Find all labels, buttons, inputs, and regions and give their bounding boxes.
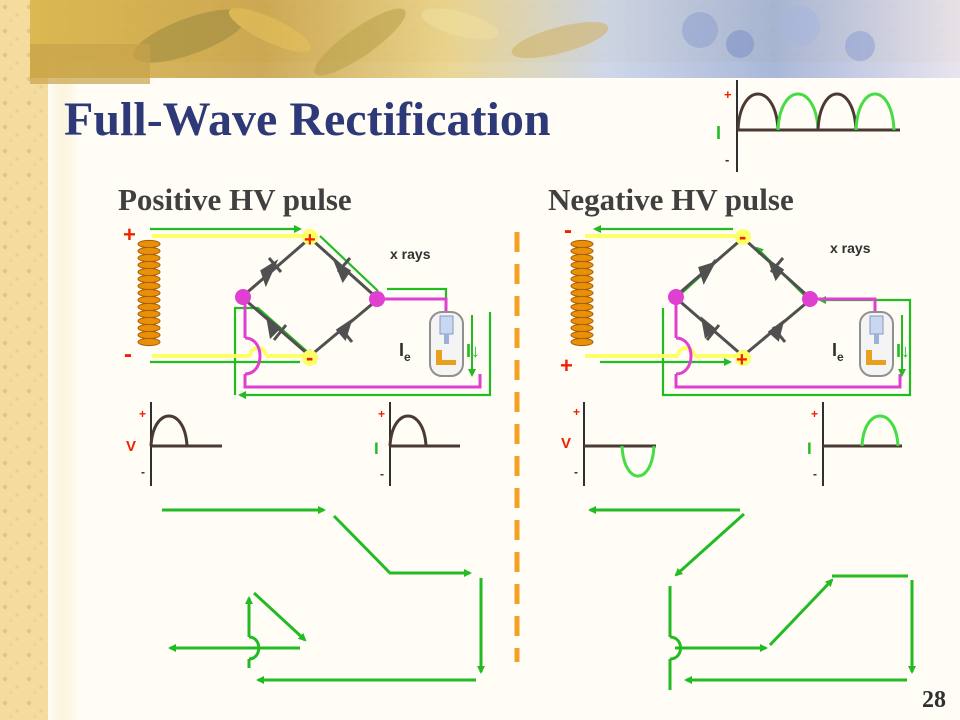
positive-transformer-top-polarity: + (123, 222, 136, 247)
negative-tube-current-label: I↓ (896, 341, 910, 361)
positive-voltage-axis-label: V (126, 438, 136, 455)
negative-transformer-coil (570, 239, 594, 347)
combined-plus-label: + (724, 87, 732, 102)
positive-xrays-label: x rays (390, 246, 431, 262)
positive-panel-title: Positive HV pulse (118, 182, 352, 217)
combined-pulse-1 (736, 92, 780, 131)
left-parchment-strip (0, 0, 48, 720)
negative-node-right (802, 291, 818, 307)
positive-transformer-coil (137, 239, 161, 347)
positive-circuit: + - + - x rays Ie I↓ (123, 222, 492, 399)
positive-xray-tube (429, 311, 464, 377)
negative-panel-title: Negative HV pulse (548, 182, 794, 217)
combined-pulse-4 (854, 92, 896, 131)
negative-xray-tube (859, 311, 894, 377)
negative-node-bottom (735, 350, 751, 366)
positive-voltage-plus: + (139, 407, 146, 421)
positive-node-top-label: + (304, 229, 316, 251)
negative-current-path (588, 506, 916, 690)
page-number: 28 (922, 687, 946, 713)
negative-xrays-label: x rays (830, 240, 871, 256)
combined-pulse-3 (816, 92, 858, 131)
combined-axis-label: I (716, 123, 721, 143)
positive-current-minus: - (380, 467, 384, 481)
negative-node-left (668, 289, 684, 305)
positive-current-graph: + I - (374, 402, 460, 486)
positive-node-bottom-label: - (306, 345, 313, 370)
positive-node-top (302, 229, 318, 245)
negative-voltage-graph: + V - (561, 402, 656, 486)
negative-node-top-label: - (739, 224, 746, 249)
positive-node-left (235, 289, 251, 305)
negative-current-plus: + (811, 407, 818, 421)
positive-electron-current-label: Ie (399, 340, 411, 364)
positive-voltage-graph: + V - (126, 402, 222, 486)
positive-current-plus: + (378, 407, 385, 421)
negative-current-graph: + I - (807, 402, 902, 486)
negative-node-top (735, 229, 751, 245)
positive-current-path (162, 506, 485, 684)
negative-electron-current-label: Ie (832, 340, 844, 364)
positive-voltage-pulse (149, 414, 189, 447)
negative-current-minus: - (813, 467, 817, 481)
positive-node-right (369, 291, 385, 307)
parchment-fade (48, 0, 78, 720)
negative-node-bottom-label: + (736, 349, 748, 371)
negative-current-axis-label: I (807, 439, 812, 458)
combined-pulse-2 (776, 92, 820, 131)
positive-tube-current-label: I↓ (466, 341, 480, 361)
negative-current-pulse (860, 414, 900, 447)
positive-voltage-minus: - (141, 465, 145, 479)
combined-current-graph: + I - (716, 80, 900, 172)
negative-voltage-pulse (620, 445, 656, 478)
positive-current-axis-label: I (374, 439, 379, 458)
negative-voltage-minus: - (574, 465, 578, 479)
banner-leaves (133, 6, 875, 76)
negative-circuit: - + - + x rays Ie I↓ (560, 217, 912, 397)
positive-current-pulse (388, 414, 428, 447)
positive-node-bottom (302, 350, 318, 366)
slide-title: Full-Wave Rectification (64, 93, 551, 146)
negative-transformer-bottom-polarity: + (560, 353, 573, 378)
banner-tab (30, 44, 150, 84)
combined-minus-label: - (725, 152, 729, 167)
positive-transformer-bottom-polarity: - (124, 341, 132, 368)
negative-voltage-plus: + (573, 405, 580, 419)
negative-voltage-axis-label: V (561, 435, 571, 452)
negative-transformer-top-polarity: - (564, 217, 572, 244)
